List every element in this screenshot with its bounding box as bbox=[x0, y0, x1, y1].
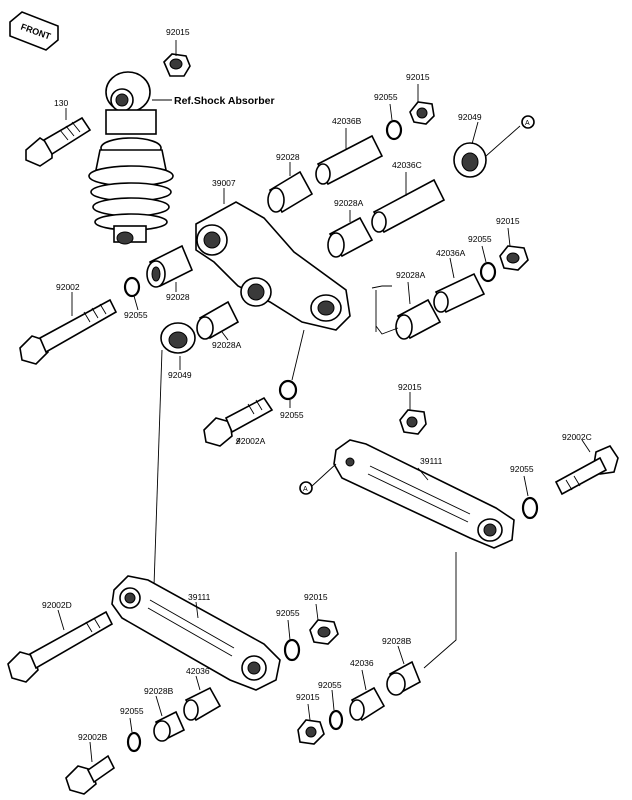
label-seal-right: 92049 bbox=[458, 112, 482, 122]
callout-marker-text: A bbox=[303, 486, 308, 493]
label-washer-left: 92055 bbox=[124, 310, 148, 320]
collar-icon bbox=[395, 298, 442, 340]
label-bolt-92002b: 92002B bbox=[78, 732, 108, 742]
washer-icon bbox=[385, 119, 403, 141]
label-tie-rod-right: 39111 bbox=[420, 456, 443, 466]
sleeve-icon bbox=[146, 244, 194, 288]
bolt-icon bbox=[203, 396, 274, 447]
sleeve-icon bbox=[433, 272, 486, 314]
label-washer-top: 92055 bbox=[374, 92, 398, 102]
label-nut-lower: 92015 bbox=[304, 592, 328, 602]
label-nut-center: 92015 bbox=[398, 382, 422, 392]
label-collar-92028b-right: 92028B bbox=[382, 636, 412, 646]
washer-icon bbox=[479, 261, 497, 283]
sleeve-icon bbox=[183, 686, 222, 722]
label-bolt-130: 130 bbox=[54, 98, 68, 108]
label-bolt-92002a: 92002A bbox=[236, 436, 266, 446]
nut-icon bbox=[499, 245, 529, 271]
washer-icon bbox=[521, 496, 539, 520]
label-tie-rod-left: 39111 bbox=[188, 592, 211, 602]
bolt-icon bbox=[65, 754, 116, 795]
label-collar-left: 92028A bbox=[212, 340, 242, 350]
label-nut-top: 92015 bbox=[166, 27, 190, 37]
bolt-icon bbox=[7, 610, 114, 683]
label-sleeve-42036a: 42036A bbox=[436, 248, 466, 258]
bolt-icon bbox=[25, 116, 92, 167]
label-washer-far-right: 92055 bbox=[510, 464, 534, 474]
label-bolt-92002d: 92002D bbox=[42, 600, 72, 610]
sleeve-icon bbox=[349, 686, 386, 722]
label-seal-left: 92049 bbox=[168, 370, 192, 380]
seal-icon bbox=[453, 142, 487, 178]
label-collar-mid: 92028A bbox=[334, 198, 364, 208]
collar-icon bbox=[153, 710, 186, 742]
tie-rod-icon bbox=[333, 439, 515, 549]
shock-absorber-icon bbox=[88, 71, 174, 245]
tie-rod-icon bbox=[111, 575, 281, 691]
nut-icon bbox=[297, 719, 325, 745]
sleeve-icon bbox=[315, 134, 384, 186]
label-sleeve-42036c: 42036C bbox=[392, 160, 422, 170]
callout-marker-icon bbox=[299, 481, 313, 495]
label-sleeve-42036-right: 42036 bbox=[350, 658, 374, 668]
label-nut-right: 92015 bbox=[496, 216, 520, 226]
collar-icon bbox=[386, 660, 422, 696]
collar-icon bbox=[267, 170, 314, 214]
reference-note: Ref.Shock Absorber bbox=[174, 95, 275, 107]
nut-icon bbox=[409, 101, 435, 125]
washer-icon bbox=[328, 709, 344, 731]
rocker-arm-icon bbox=[195, 201, 351, 331]
label-collar-right: 92028A bbox=[396, 270, 426, 280]
label-sleeve-42036b: 42036B bbox=[332, 116, 362, 126]
label-sleeve-92028: 92028 bbox=[166, 292, 190, 302]
label-nut-bottom: 92015 bbox=[296, 692, 320, 702]
washer-icon bbox=[126, 731, 142, 753]
label-washer-bottom: 92055 bbox=[318, 680, 342, 690]
seal-icon bbox=[160, 322, 196, 354]
label-washer-lower: 92055 bbox=[276, 608, 300, 618]
label-washer-center: 92055 bbox=[280, 410, 304, 420]
nut-icon bbox=[399, 409, 427, 435]
callout-marker-icon bbox=[521, 115, 535, 129]
label-nut-top-right: 92015 bbox=[406, 72, 430, 82]
nut-icon bbox=[163, 53, 191, 77]
bolt-icon bbox=[554, 445, 619, 496]
label-rocker: 39007 bbox=[212, 178, 236, 188]
washer-icon bbox=[278, 379, 298, 401]
collar-icon bbox=[327, 216, 374, 258]
label-bolt-92002c: 92002C bbox=[562, 432, 592, 442]
label-collar-top: 92028 bbox=[276, 152, 300, 162]
nut-icon bbox=[309, 619, 339, 645]
collar-icon bbox=[196, 300, 240, 340]
label-bolt-92002: 92002 bbox=[56, 282, 80, 292]
label-collar-92028b-left: 92028B bbox=[144, 686, 174, 696]
washer-icon bbox=[283, 638, 301, 662]
bolt-icon bbox=[19, 298, 118, 365]
sleeve-icon bbox=[371, 178, 446, 234]
label-sleeve-42036-left: 42036 bbox=[186, 666, 210, 676]
callout-marker-text: A bbox=[525, 120, 530, 127]
washer-icon bbox=[123, 276, 141, 298]
label-washer-bottom-left: 92055 bbox=[120, 706, 144, 716]
front-arrow-icon: FRONT bbox=[9, 11, 59, 51]
label-washer-right: 92055 bbox=[468, 234, 492, 244]
